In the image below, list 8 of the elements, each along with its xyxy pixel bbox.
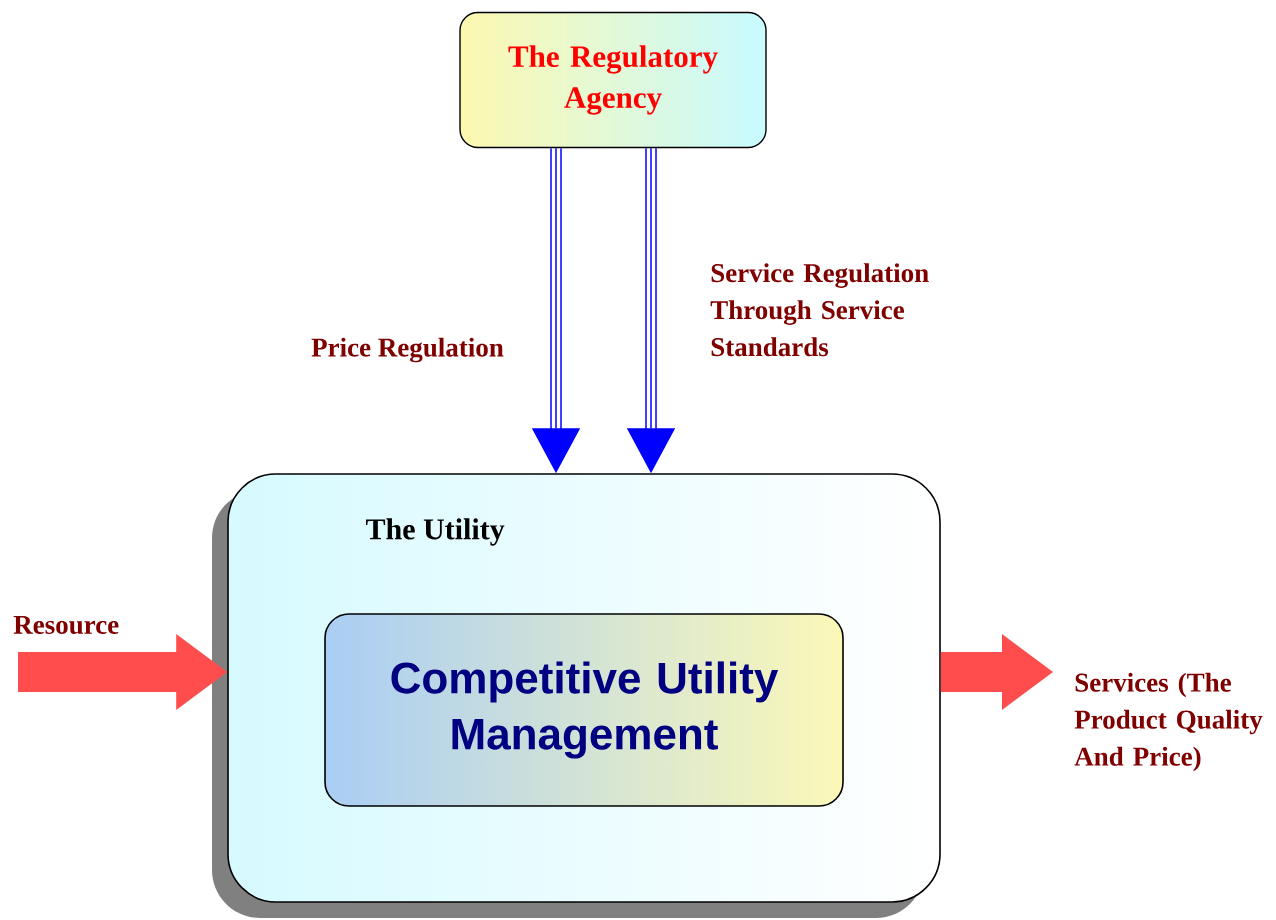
arrow — [940, 634, 1053, 710]
management-box: Competitive Utility Management — [324, 613, 844, 807]
arrow — [18, 634, 228, 710]
edge-label: Resource — [13, 616, 119, 634]
output-text: Services (The Product Quality And Price) — [1074, 672, 1263, 772]
edge-label: Service Regulation Through Service Standards — [710, 263, 929, 357]
edge-label: Price Regulation — [311, 337, 504, 363]
agency-box: The Regulatory Agency — [459, 11, 767, 149]
